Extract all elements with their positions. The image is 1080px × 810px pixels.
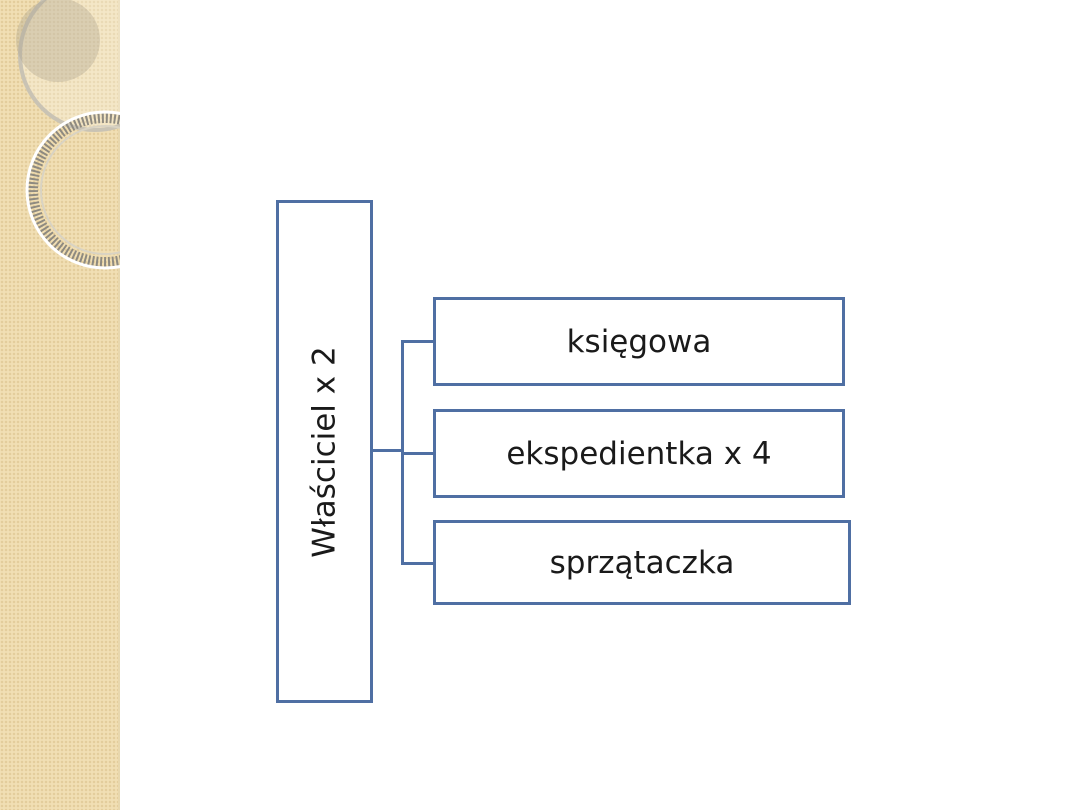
child-node-3: sprzątaczka <box>433 520 851 605</box>
child-node-label: księgowa <box>566 323 712 360</box>
root-node: Właściciel x 2 <box>276 200 373 703</box>
child-node-label: ekspedientka x 4 <box>506 435 772 472</box>
child-node-label: sprzątaczka <box>549 544 735 581</box>
connector-to-child-1 <box>401 340 433 343</box>
root-node-label: Właściciel x 2 <box>306 345 343 558</box>
connector-root-to-spine <box>373 449 403 452</box>
decorative-circles-icon <box>16 0 120 270</box>
connector-to-child-3 <box>401 562 433 565</box>
connector-to-child-2 <box>401 452 433 455</box>
child-node-2: ekspedientka x 4 <box>433 409 845 498</box>
child-node-1: księgowa <box>433 297 845 386</box>
side-band-edge <box>118 0 120 810</box>
